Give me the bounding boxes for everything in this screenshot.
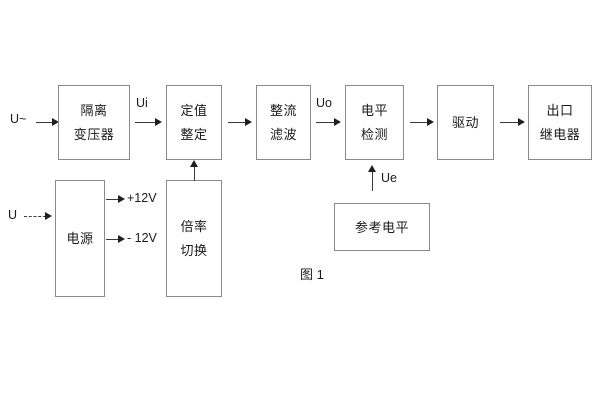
block-output-relay: 出口 继电器 xyxy=(528,85,592,160)
connector-setting-to-rectify-head xyxy=(245,118,252,126)
block-isolation-transformer-line2: 变压器 xyxy=(73,127,115,142)
block-reference-level-line1: 参考电平 xyxy=(354,219,409,235)
signal-ui-label: Ui xyxy=(136,96,148,110)
block-power-supply: 电源 xyxy=(55,180,105,297)
block-reference-level: 参考电平 xyxy=(334,203,430,251)
block-rectify-filter-line1: 整流 xyxy=(269,103,297,118)
connector-reference-to-level-head xyxy=(368,165,376,172)
block-setting-value: 定值 整定 xyxy=(166,85,222,160)
rail-positive-label: +12V xyxy=(127,191,157,205)
block-setting-value-line2: 整定 xyxy=(180,127,208,142)
block-drive: 驱动 xyxy=(437,85,494,160)
block-drive-line1: 驱动 xyxy=(451,115,479,130)
signal-uo-arrow-head xyxy=(334,118,341,126)
signal-ui-arrow-head xyxy=(155,118,162,126)
signal-uo-arrow-line xyxy=(316,122,336,123)
rail-positive-line xyxy=(106,199,120,200)
block-level-detect: 电平 检测 xyxy=(345,85,404,160)
block-rectify-filter-line2: 滤波 xyxy=(269,127,297,142)
signal-ui-arrow-line xyxy=(135,122,157,123)
block-isolation-transformer-line1: 隔离 xyxy=(80,103,108,118)
block-multiplier-switch: 倍率 切换 xyxy=(166,180,222,297)
input-ac-label: U~ xyxy=(10,112,27,126)
block-output-relay-line2: 继电器 xyxy=(539,127,581,142)
block-output-relay-line1: 出口 xyxy=(546,103,574,118)
connector-multiplier-to-setting-head xyxy=(190,160,198,167)
input-dc-arrow-line xyxy=(24,216,46,217)
block-multiplier-switch-line2: 切换 xyxy=(180,243,208,258)
signal-uo-label: Uo xyxy=(316,96,332,110)
input-ac-arrow-line xyxy=(36,122,54,123)
rail-negative-arrow-head xyxy=(118,235,125,243)
rail-negative-label: - 12V xyxy=(127,231,157,245)
connector-level-to-drive-line xyxy=(410,122,429,123)
input-ac-arrow-head xyxy=(52,118,59,126)
block-isolation-transformer: 隔离 变压器 xyxy=(58,85,130,160)
connector-setting-to-rectify-line xyxy=(228,122,247,123)
connector-level-to-drive-head xyxy=(427,118,434,126)
block-power-supply-line1: 电源 xyxy=(66,231,94,246)
figure-caption: 图 1 xyxy=(300,267,324,282)
connector-reference-to-level-line xyxy=(372,171,373,191)
block-multiplier-switch-line1: 倍率 xyxy=(180,219,208,234)
block-level-detect-line1: 电平 xyxy=(360,103,388,118)
signal-ue-label: Ue xyxy=(381,171,397,185)
connector-drive-to-relay-line xyxy=(500,122,519,123)
input-dc-arrow-head xyxy=(45,212,52,220)
rail-negative-line xyxy=(106,239,120,240)
rail-positive-arrow-head xyxy=(118,195,125,203)
input-dc-label: U xyxy=(8,208,18,222)
block-setting-value-line1: 定值 xyxy=(180,103,208,118)
connector-multiplier-to-setting-line xyxy=(194,165,195,181)
block-rectify-filter: 整流 滤波 xyxy=(256,85,311,160)
connector-drive-to-relay-head xyxy=(518,118,525,126)
block-level-detect-line2: 检测 xyxy=(360,127,388,142)
